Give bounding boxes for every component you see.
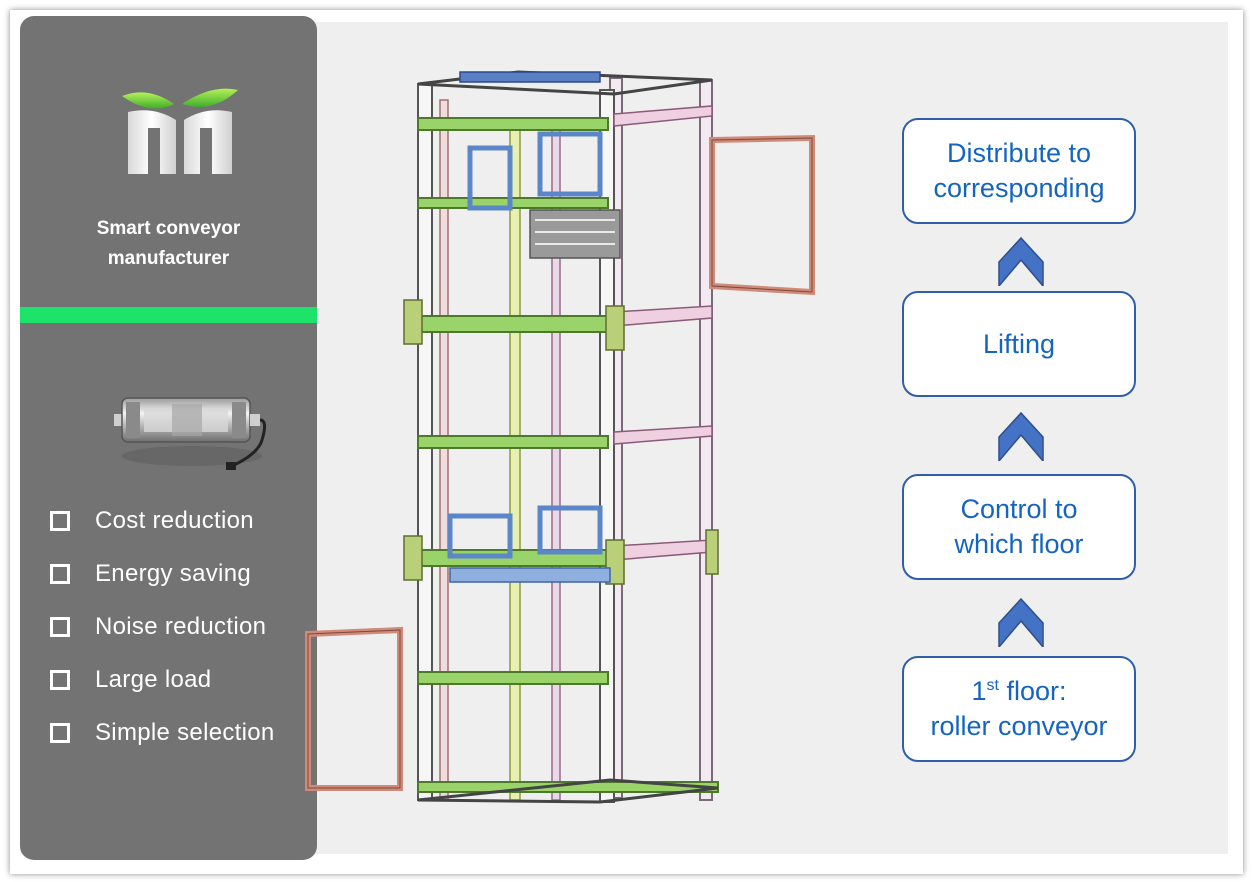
step-lifting-label: Lifting — [982, 328, 1056, 359]
chevron-up-icon — [998, 236, 1044, 286]
step-first-floor-line2: roller conveyor — [930, 711, 1108, 741]
feature-item: Energy saving — [50, 547, 317, 600]
feature-list: Cost reduction Energy saving Noise reduc… — [50, 494, 317, 759]
company-tagline-line1: Smart conveyor — [96, 218, 241, 239]
floor-number: 1 — [971, 676, 987, 706]
step-distribute: Distribute to corresponding — [902, 118, 1136, 224]
step-distribute-line1: Distribute to — [946, 138, 1092, 168]
feature-label: Large load — [95, 665, 212, 693]
motorized-roller-icon — [114, 397, 267, 470]
vertical-lift-structure-icon — [305, 70, 815, 804]
step-distribute-line2: corresponding — [933, 173, 1105, 203]
leaf-logo-icon — [122, 88, 238, 174]
checkbox-icon — [50, 563, 70, 584]
floor-suffix: floor: — [998, 676, 1067, 706]
chevron-up-icon — [998, 597, 1044, 647]
step-lifting: Lifting — [902, 291, 1136, 397]
sidebar: Smart conveyor manufacturer Cost reducti… — [20, 16, 317, 860]
feature-label: Cost reduction — [95, 506, 254, 534]
step-control-line2: which floor — [954, 529, 1084, 559]
checkbox-icon — [50, 722, 70, 743]
company-tagline-line2: manufacturer — [107, 248, 230, 269]
chevron-up-icon — [998, 411, 1044, 461]
floor-ordinal: st — [986, 677, 999, 694]
feature-label: Noise reduction — [95, 612, 267, 640]
step-control: Control to which floor — [902, 474, 1136, 580]
feature-item: Simple selection — [50, 706, 317, 759]
feature-label: Simple selection — [95, 718, 275, 746]
step-first-floor-line1: 1st floor: — [971, 674, 1066, 709]
feature-item: Large load — [50, 653, 317, 706]
feature-label: Energy saving — [95, 559, 251, 587]
checkbox-icon — [50, 669, 70, 690]
feature-item: Cost reduction — [50, 494, 317, 547]
checkbox-icon — [50, 616, 70, 637]
accent-divider — [20, 307, 317, 323]
checkbox-icon — [50, 510, 70, 531]
step-first-floor: 1st floor: roller conveyor — [902, 656, 1136, 762]
feature-item: Noise reduction — [50, 600, 317, 653]
company-tagline: Smart conveyor manufacturer — [20, 214, 317, 274]
step-control-line1: Control to — [960, 494, 1078, 524]
